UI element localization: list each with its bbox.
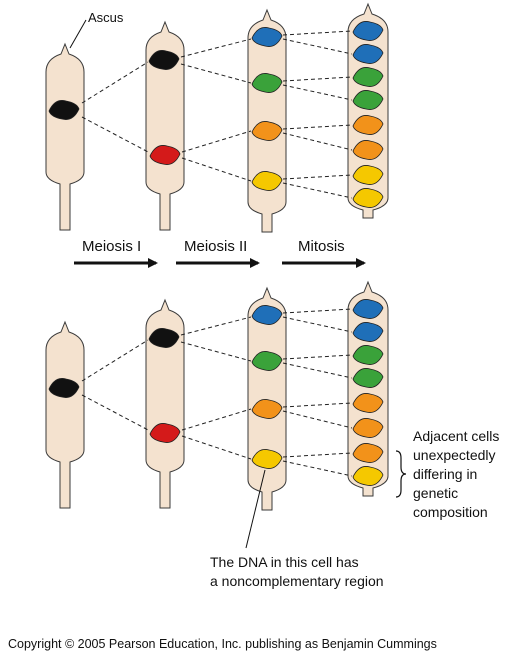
spore-stage2-green — [251, 351, 283, 371]
side-note-line-3: differing in — [413, 466, 477, 482]
spore-stage1-black — [148, 50, 180, 70]
spore-stage3-orange — [352, 115, 384, 135]
connector — [282, 182, 353, 199]
callout-text-line-2: a noncomplementary region — [210, 573, 384, 589]
connector — [181, 130, 252, 153]
connector — [181, 408, 252, 431]
side-note-line-5: composition — [413, 504, 488, 520]
spore-stage2-yellow — [251, 171, 283, 191]
side-note-line-4: genetic — [413, 485, 458, 501]
connector — [282, 402, 353, 408]
spore-stage1-red — [149, 145, 181, 165]
spore-stage2-blue — [251, 305, 283, 325]
spore-stage2-orange — [251, 121, 283, 141]
side-note-line-1: Adjacent cells — [413, 428, 499, 444]
side-note: Adjacent cells unexpectedly differing in… — [413, 428, 499, 520]
ascus-label: Ascus — [88, 10, 124, 25]
connector — [282, 30, 353, 36]
connector — [81, 61, 149, 104]
brace-adjacent-cells — [395, 450, 407, 498]
spore-stage3-green — [352, 368, 384, 388]
connector — [282, 460, 353, 477]
top-row-normal-segregation — [45, 2, 389, 233]
bottom-row-mismatch-segregation — [45, 280, 389, 511]
ascus-shell-0 — [45, 42, 85, 231]
connector — [282, 132, 353, 151]
spore-stage3-green — [352, 345, 384, 365]
spore-stage3-yellow — [352, 165, 384, 185]
connector — [180, 38, 252, 58]
spore-stage3-green — [352, 67, 384, 87]
connector — [282, 362, 353, 379]
spore-stage1-black — [148, 328, 180, 348]
connector — [282, 174, 353, 180]
connector — [181, 157, 252, 182]
spore-stage3-orange — [352, 418, 384, 438]
spore-stage3-orange — [352, 140, 384, 160]
connector — [282, 410, 353, 429]
connector — [81, 394, 151, 432]
ascus-leader-line — [69, 19, 87, 49]
callout-text-line-1: The DNA in this cell has — [210, 554, 359, 570]
spore-stage3-blue — [352, 299, 384, 319]
spore-stage3-blue — [352, 322, 384, 342]
spore-stage3-yellow — [352, 466, 384, 486]
side-note-line-2: unexpectedly — [413, 447, 496, 463]
spore-stage1-red — [149, 423, 181, 443]
stage-label-meiosis-1: Meiosis I — [82, 238, 141, 255]
connector — [180, 63, 252, 84]
ascus-shell-1 — [145, 298, 185, 509]
stage-label-mitosis: Mitosis — [298, 238, 345, 255]
connector — [282, 76, 353, 82]
connector — [181, 435, 252, 460]
connector — [81, 339, 149, 382]
spore-stage3-orange — [352, 443, 384, 463]
callout-leader-line — [245, 469, 266, 549]
connector — [282, 38, 353, 55]
connector — [180, 316, 252, 336]
spore-stage3-orange — [352, 393, 384, 413]
connector — [282, 308, 353, 314]
spore-stage3-yellow — [352, 188, 384, 208]
spore-stage0-black — [48, 100, 80, 120]
copyright-text: Copyright © 2005 Pearson Education, Inc.… — [8, 637, 437, 651]
connector — [180, 341, 252, 362]
spore-stage2-green — [251, 73, 283, 93]
spore-stage3-blue — [352, 44, 384, 64]
spore-stage2-blue — [251, 27, 283, 47]
ascus-shell-0 — [45, 320, 85, 509]
spore-stage2-yellow — [251, 449, 283, 469]
connector — [282, 316, 353, 333]
connector — [282, 84, 353, 101]
spore-stage3-green — [352, 90, 384, 110]
connector — [282, 124, 353, 130]
spore-stage0-black — [48, 378, 80, 398]
spore-stage2-orange — [251, 399, 283, 419]
stage-label-meiosis-2: Meiosis II — [184, 238, 247, 255]
connector — [282, 452, 353, 458]
connector — [81, 116, 151, 154]
spore-stage3-blue — [352, 21, 384, 41]
connector — [282, 354, 353, 360]
ascus-shell-1 — [145, 20, 185, 231]
